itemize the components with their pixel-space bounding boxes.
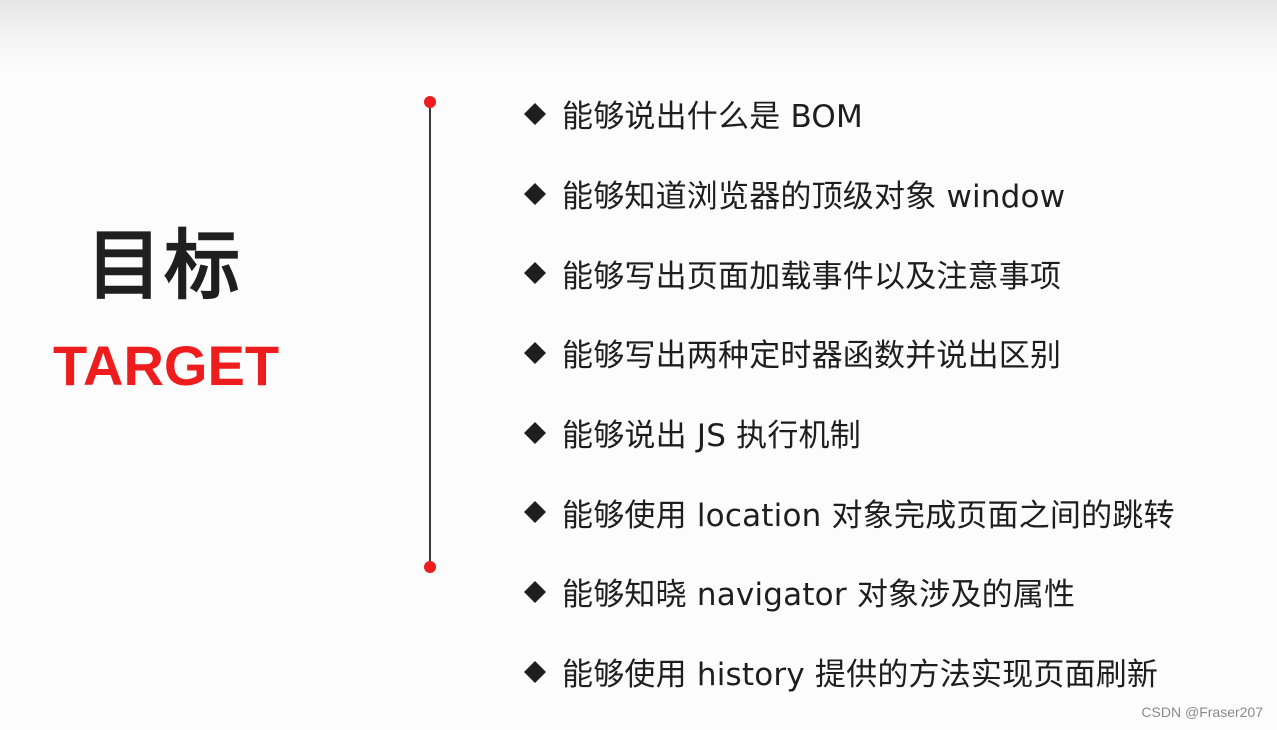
section-title-english: TARGET	[53, 334, 280, 397]
diamond-bullet-icon	[524, 580, 546, 603]
diamond-bullet-icon	[524, 341, 546, 364]
diamond-bullet-icon	[524, 421, 546, 444]
list-item: 能够知道浏览器的顶级对象 window	[524, 154, 1175, 234]
diamond-bullet-icon	[524, 262, 546, 285]
diamond-bullet-icon	[524, 501, 546, 524]
timeline-dot-top	[424, 96, 436, 108]
objective-text: 能够说出什么是 BOM	[562, 99, 863, 136]
list-item: 能够说出 JS 执行机制	[524, 393, 1175, 473]
timeline-dot-bottom	[424, 561, 436, 573]
section-title-chinese: 目标	[86, 221, 242, 310]
objective-text: 能够使用 history 提供的方法实现页面刷新	[562, 657, 1159, 694]
list-item: 能够说出什么是 BOM	[524, 74, 1175, 154]
diamond-bullet-icon	[524, 660, 546, 683]
list-item: 能够使用 history 提供的方法实现页面刷新	[524, 632, 1175, 712]
objective-text: 能够知晓 navigator 对象涉及的属性	[562, 577, 1076, 614]
list-item: 能够知晓 navigator 对象涉及的属性	[524, 552, 1175, 632]
top-shadow-band	[0, 0, 1277, 70]
objective-text: 能够写出两种定时器函数并说出区别	[562, 338, 1062, 375]
diamond-bullet-icon	[524, 182, 546, 205]
list-item: 能够写出页面加载事件以及注意事项	[524, 233, 1175, 313]
objectives-list: 能够说出什么是 BOM 能够知道浏览器的顶级对象 window 能够写出页面加载…	[524, 74, 1175, 712]
list-item: 能够写出两种定时器函数并说出区别	[524, 313, 1175, 393]
objective-text: 能够说出 JS 执行机制	[562, 418, 861, 455]
timeline-divider	[429, 102, 431, 567]
watermark: CSDN @Fraser207	[1141, 704, 1263, 720]
objective-text: 能够写出页面加载事件以及注意事项	[562, 258, 1062, 295]
objective-text: 能够知道浏览器的顶级对象 window	[562, 179, 1066, 216]
objective-text: 能够使用 location 对象完成页面之间的跳转	[562, 497, 1175, 534]
diamond-bullet-icon	[524, 102, 546, 125]
list-item: 能够使用 location 对象完成页面之间的跳转	[524, 472, 1175, 552]
